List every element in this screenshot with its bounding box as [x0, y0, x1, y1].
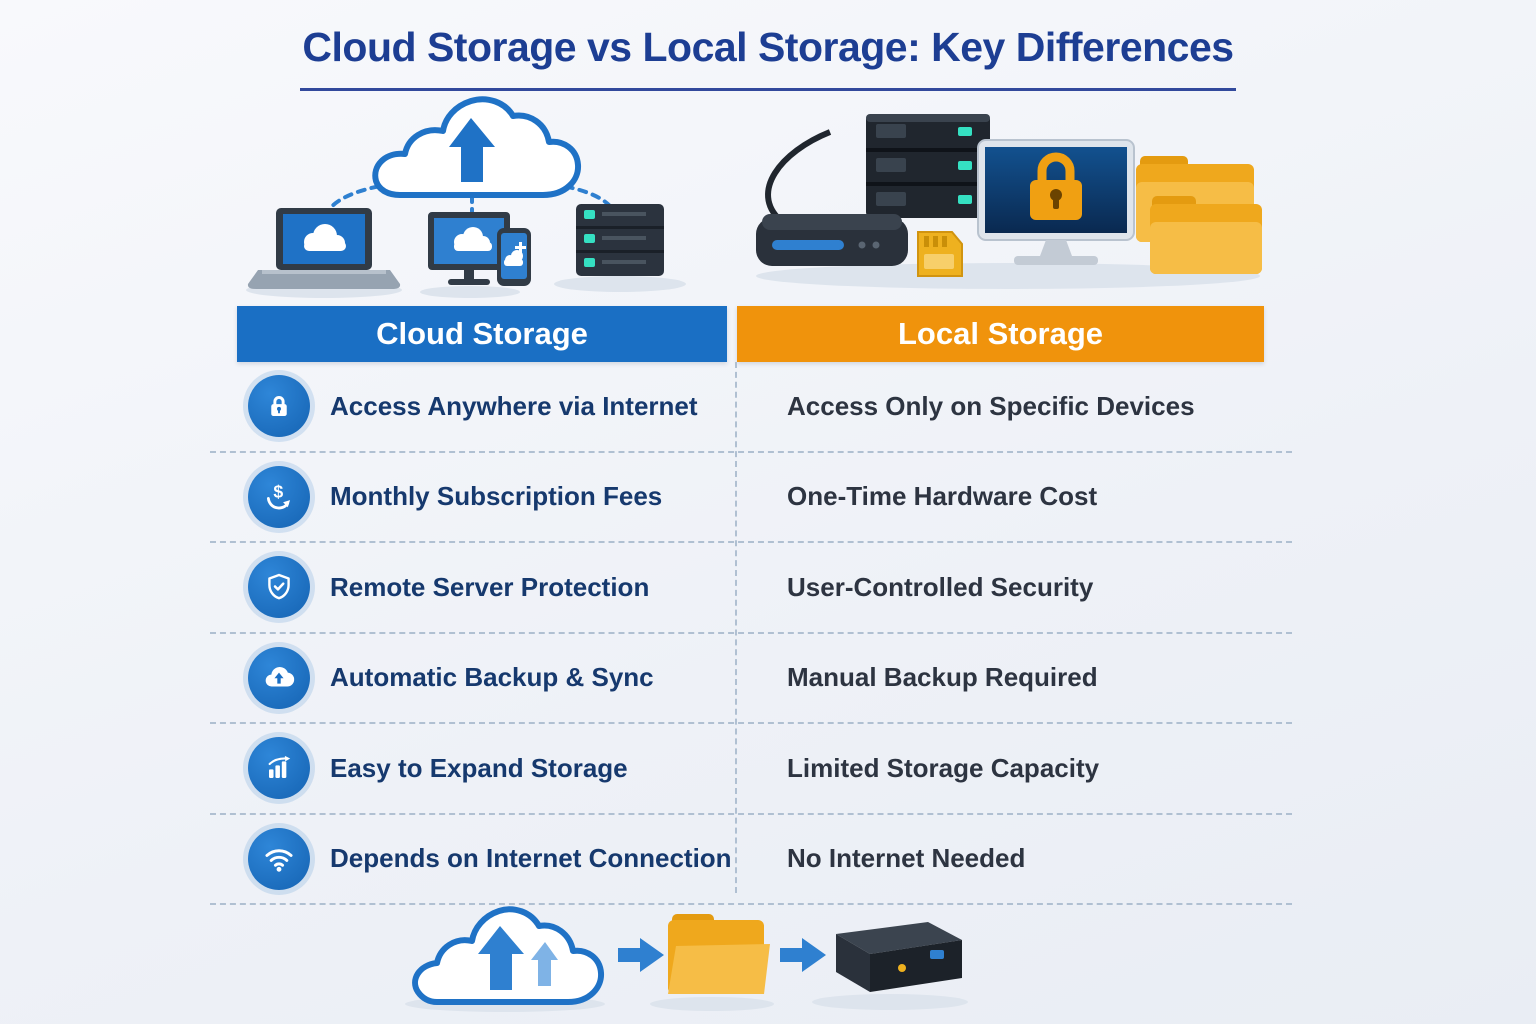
cloud-feature-cell: Depends on Internet Connection	[248, 815, 732, 904]
nas-server-icon	[866, 114, 990, 218]
folder-icon	[668, 914, 770, 994]
cloud-feature-text: Easy to Expand Storage	[330, 752, 628, 783]
local-feature-text: Manual Backup Required	[787, 662, 1098, 693]
local-feature-text: One-Time Hardware Cost	[787, 481, 1098, 512]
local-feature-text: Access Only on Specific Devices	[787, 390, 1195, 421]
cloud-feature-text: Depends on Internet Connection	[330, 843, 732, 874]
shield-icon	[248, 556, 310, 619]
table-row: Automatic Backup & Sync Manual Backup Re…	[210, 634, 1292, 724]
local-feature-cell: Manual Backup Required	[787, 634, 1098, 723]
lock-icon	[248, 375, 310, 438]
local-feature-cell: Access Only on Specific Devices	[787, 362, 1195, 451]
cloud-backup-icon	[248, 646, 310, 709]
local-feature-cell: One-Time Hardware Cost	[787, 453, 1097, 542]
cloud-feature-cell: Access Anywhere via Internet	[248, 362, 698, 451]
page-title: Cloud Storage vs Local Storage: Key Diff…	[302, 24, 1234, 70]
secure-monitor-icon	[977, 139, 1135, 265]
local-feature-text: Limited Storage Capacity	[787, 752, 1100, 783]
table-row: $ Monthly Subscription Fees One-Time Har…	[210, 453, 1292, 543]
cloud-feature-cell: Remote Server Protection	[248, 543, 649, 632]
portable-drive-icon	[836, 922, 962, 992]
table-row: Access Anywhere via Internet Access Only…	[210, 362, 1292, 453]
server-rack-icon	[576, 204, 664, 276]
cloud-storage-header: Cloud Storage	[237, 306, 727, 362]
footer-illustration	[405, 906, 968, 1012]
cloud-feature-cell: Automatic Backup & Sync	[248, 634, 654, 723]
arrow-right-icon	[780, 938, 826, 972]
cloud-feature-text: Automatic Backup & Sync	[330, 662, 654, 693]
local-feature-cell: Limited Storage Capacity	[787, 724, 1099, 813]
table-row: Remote Server Protection User-Controlled…	[210, 543, 1292, 634]
local-feature-text: No Internet Needed	[787, 843, 1026, 874]
cloud-feature-text: Monthly Subscription Fees	[330, 481, 663, 512]
arrow-right-icon	[618, 938, 664, 972]
table-row: Depends on Internet Connection No Intern…	[210, 815, 1292, 905]
local-storage-header: Local Storage	[737, 306, 1264, 362]
cloud-feature-text: Remote Server Protection	[330, 571, 650, 602]
cloud-upload-icon	[372, 96, 581, 198]
external-drive-icon	[756, 129, 908, 266]
subscription-dollar-icon: $	[248, 465, 310, 528]
comparison-table: Access Anywhere via Internet Access Only…	[210, 362, 1292, 905]
wifi-icon	[248, 827, 310, 890]
phone-icon	[497, 228, 531, 286]
laptop-icon	[247, 208, 401, 289]
expand-storage-icon	[248, 737, 310, 800]
cloud-feature-text: Access Anywhere via Internet	[330, 390, 698, 421]
local-feature-text: User-Controlled Security	[787, 571, 1094, 602]
local-feature-cell: User-Controlled Security	[787, 543, 1093, 632]
folders-icon	[1136, 156, 1262, 274]
cloud-feature-cell: Easy to Expand Storage	[248, 724, 628, 813]
hero-illustration	[246, 96, 1262, 298]
svg-text:$: $	[273, 481, 283, 501]
cloud-upload-icon	[412, 906, 605, 1005]
title-underline	[300, 88, 1236, 91]
monitor-icon	[428, 212, 510, 285]
column-divider	[735, 362, 737, 893]
cloud-feature-cell: $ Monthly Subscription Fees	[248, 453, 662, 542]
local-feature-cell: No Internet Needed	[787, 815, 1025, 904]
table-row: Easy to Expand Storage Limited Storage C…	[210, 724, 1292, 815]
sd-card-icon	[917, 231, 963, 277]
